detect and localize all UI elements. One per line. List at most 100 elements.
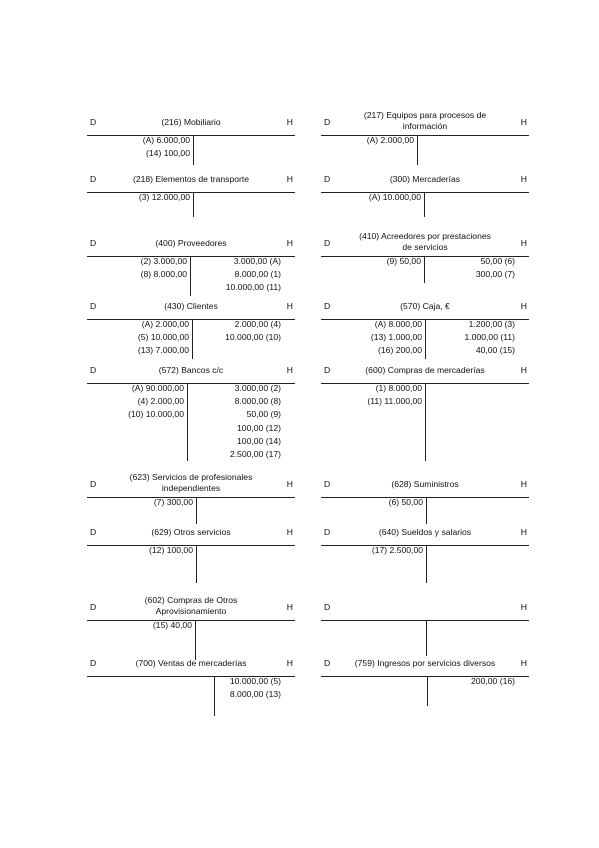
debe-entry: (A) 90.000,00 bbox=[131, 383, 184, 393]
t-horizontal-line bbox=[321, 192, 529, 193]
t-vertical-line bbox=[193, 192, 194, 217]
t-vertical-line bbox=[425, 319, 426, 359]
account-title: (400) Proveedores bbox=[109, 238, 273, 249]
t-vertical-line bbox=[195, 620, 196, 660]
haber-entry: 3.000,00 (2) bbox=[234, 383, 281, 393]
t-vertical-line bbox=[427, 676, 428, 706]
haber-entry: 40,00 (15) bbox=[475, 345, 515, 356]
haber-label: H bbox=[286, 602, 293, 612]
t-horizontal-line bbox=[87, 192, 295, 193]
debe-entry: (14) 100,00 bbox=[146, 148, 190, 159]
debe-entry: (3) 12.000,00 bbox=[138, 192, 190, 202]
haber-label: H bbox=[286, 479, 293, 489]
debe-label: D bbox=[90, 174, 97, 184]
t-vertical-line bbox=[214, 676, 215, 716]
haber-label: H bbox=[286, 658, 293, 668]
haber-entries: 1.200,00 (3)1.000,00 (11)40,00 (15) bbox=[429, 318, 515, 358]
haber-label: H bbox=[520, 174, 527, 184]
debe-entry: (8) 8.000,00 bbox=[140, 269, 187, 280]
account-title: (640) Sueldos y salarios bbox=[343, 527, 507, 538]
account-title-line: (218) Elementos de transporte bbox=[132, 174, 250, 184]
haber-label: H bbox=[286, 365, 293, 375]
debe-label: D bbox=[90, 301, 97, 311]
debe-entry: (7) 300,00 bbox=[153, 497, 193, 507]
account-title: (572) Bancos c/c bbox=[109, 365, 273, 376]
haber-entry: 3.000,00 (A) bbox=[233, 256, 281, 266]
t-vertical-line bbox=[425, 383, 426, 461]
t-vertical-line bbox=[190, 256, 191, 296]
debe-entry: (6) 50,00 bbox=[388, 497, 423, 507]
haber-label: H bbox=[520, 479, 527, 489]
debe-entry: (A) 8.000,00 bbox=[374, 319, 422, 329]
account-title-line: información bbox=[402, 121, 448, 131]
haber-entry: 200,00 (16) bbox=[471, 676, 515, 686]
t-horizontal-line bbox=[87, 545, 295, 546]
haber-entry: 8.000,00 (8) bbox=[234, 396, 281, 407]
account-title-line: (629) Otros servicios bbox=[151, 527, 231, 537]
debe-label: D bbox=[90, 658, 97, 668]
debe-entries: (A) 10.000,00 bbox=[369, 191, 421, 204]
debe-entry: (16) 200,00 bbox=[378, 345, 422, 356]
haber-label: H bbox=[520, 238, 527, 248]
debe-entries: (A) 2.000,00 bbox=[367, 134, 414, 147]
t-horizontal-line bbox=[87, 319, 295, 320]
debe-label: D bbox=[324, 658, 331, 668]
account-title-line: (600) Compras de mercaderías bbox=[365, 365, 485, 375]
t-horizontal-line bbox=[321, 545, 529, 546]
haber-label: H bbox=[520, 117, 527, 127]
haber-entries: 2.000,00 (4) 10.000,00 (10) bbox=[196, 318, 281, 344]
debe-entry: (2) 3.000,00 bbox=[140, 256, 187, 266]
account-title-line: (216) Mobiliario bbox=[161, 117, 221, 127]
debe-entry: (A) 6.000,00 bbox=[142, 135, 190, 145]
t-horizontal-line bbox=[87, 497, 295, 498]
haber-label: H bbox=[520, 658, 527, 668]
debe-label: D bbox=[90, 365, 97, 375]
debe-entries: (A) 90.000,00(4) 2.000,00(10) 10.000,00 bbox=[128, 382, 184, 422]
debe-entries: (12) 100,00 bbox=[149, 544, 193, 557]
haber-entry: 300,00 (7) bbox=[475, 269, 515, 280]
account-title: (570) Caja, € bbox=[343, 301, 507, 312]
debe-entries: (A) 8.000,00(13) 1.000,00(16) 200,00 bbox=[371, 318, 422, 358]
haber-entries: 3.000,00 (2)8.000,00 (8)50,00 (9)100,00 … bbox=[191, 382, 281, 461]
haber-entry: 2.000,00 (4) bbox=[234, 319, 281, 329]
debe-label: D bbox=[90, 602, 97, 612]
t-vertical-line bbox=[196, 545, 197, 583]
account-title: (700) Ventas de mercaderías bbox=[109, 658, 273, 669]
debe-entries: (9) 50,00 bbox=[387, 255, 421, 268]
debe-entries: (17) 2.500,00 bbox=[372, 544, 423, 557]
account-title-line: (640) Sueldos y salarios bbox=[378, 527, 472, 537]
account-title-line: (300) Mercaderías bbox=[389, 174, 461, 184]
debe-entry: (15) 40,00 bbox=[152, 620, 192, 630]
t-account: D H (572) Bancos c/c (A) 90.000,00(4) 2.000… bbox=[87, 365, 295, 463]
t-horizontal-line bbox=[87, 256, 295, 257]
account-title: (430) Clientes bbox=[109, 301, 273, 312]
haber-label: H bbox=[520, 365, 527, 375]
haber-entries: 10.000,00 (5)8.000,00 (13) bbox=[218, 675, 281, 701]
t-account: D H (700) Ventas de mercaderías 10.000,00 (… bbox=[87, 658, 295, 718]
t-horizontal-line bbox=[321, 620, 529, 621]
account-title-line: (700) Ventas de mercaderías bbox=[135, 658, 247, 668]
account-title: (300) Mercaderías bbox=[343, 174, 507, 185]
haber-entries: 50,00 (6)300,00 (7) bbox=[428, 255, 515, 281]
debe-label: D bbox=[90, 117, 97, 127]
debe-entry: (12) 100,00 bbox=[149, 545, 193, 555]
debe-entries: (3) 12.000,00 bbox=[139, 191, 190, 204]
haber-entry: 10.000,00 (10) bbox=[225, 332, 281, 343]
t-horizontal-line bbox=[321, 497, 529, 498]
debe-label: D bbox=[90, 238, 97, 248]
debe-label: D bbox=[324, 527, 331, 537]
t-vertical-line bbox=[192, 319, 193, 359]
debe-label: D bbox=[324, 479, 331, 489]
haber-label: H bbox=[520, 301, 527, 311]
